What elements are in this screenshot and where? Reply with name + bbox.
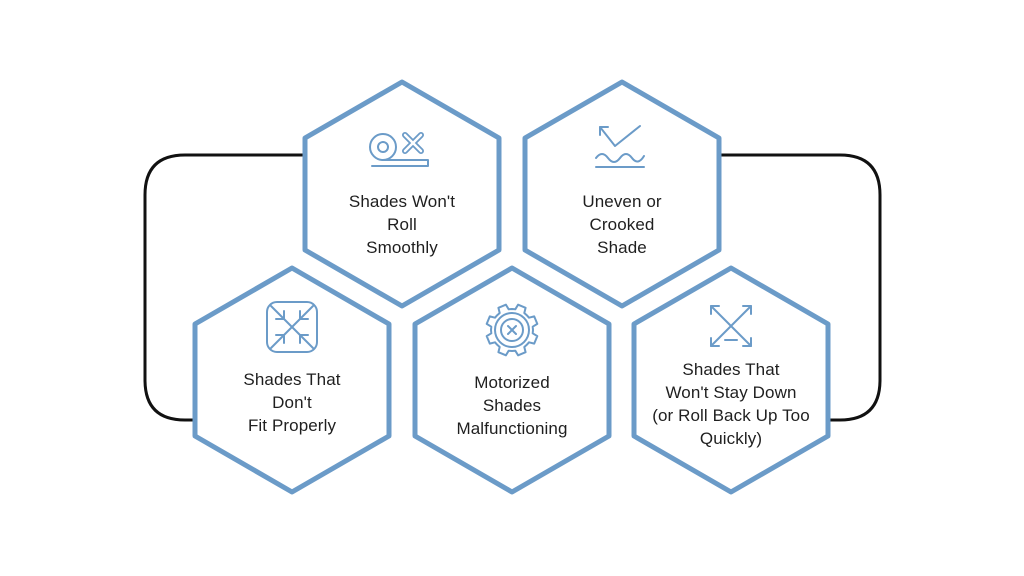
expand-arrows-icon <box>710 305 752 347</box>
label-line: Uneven or <box>582 192 662 211</box>
hex-label-stay: Shades That Won't Stay Down (or Roll Bac… <box>646 358 816 450</box>
label-line: Shade <box>597 238 647 257</box>
label-line: Smoothly <box>366 238 438 257</box>
hex-uneven-crooked <box>522 79 722 309</box>
hex-dont-fit <box>192 265 392 495</box>
hex-label-uneven: Uneven or Crooked Shade <box>547 190 697 259</box>
label-line: Roll <box>387 215 417 234</box>
hex-label-roll: Shades Won't Roll Smoothly <box>327 190 477 259</box>
label-line: Won't Stay Down <box>665 383 797 402</box>
connector-loop <box>143 153 310 422</box>
label-line: Malfunctioning <box>456 419 568 438</box>
label-line: Quickly) <box>699 429 763 448</box>
label-line: Shades <box>482 396 542 415</box>
gear-x-icon <box>485 303 539 357</box>
label-line: Motorized <box>474 373 550 392</box>
roll-x-icon <box>369 132 429 167</box>
label-line: Fit Properly <box>247 416 337 435</box>
hex-motorized <box>412 265 612 495</box>
shrink-arrows-icon <box>266 301 318 353</box>
connector-loop-right <box>712 153 882 422</box>
uneven-check-icon <box>595 125 645 168</box>
label-line: Shades Won't <box>348 192 456 211</box>
label-line: Shades That <box>682 360 780 379</box>
label-line: (or Roll Back Up Too <box>652 406 810 425</box>
hex-shades-wont-roll <box>302 79 502 309</box>
hex-label-fit: Shades That Don't Fit Properly <box>217 368 367 437</box>
hex-wont-stay-down <box>631 265 831 495</box>
label-line: Don't <box>272 393 312 412</box>
label-line: Shades That <box>243 370 341 389</box>
hex-label-motor: Motorized Shades Malfunctioning <box>437 371 587 440</box>
label-line: Crooked <box>589 215 655 234</box>
